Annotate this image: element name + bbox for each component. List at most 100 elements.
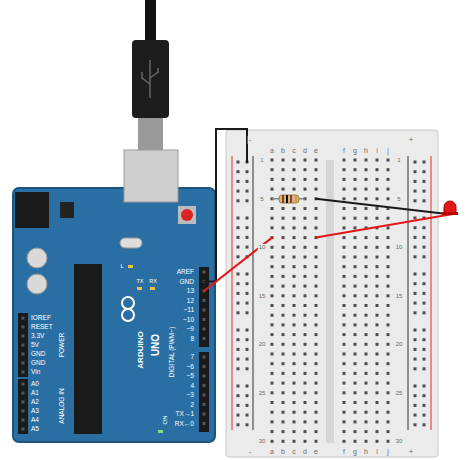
power-led <box>158 430 163 433</box>
breadboard-hole <box>315 440 318 443</box>
breadboard-hole <box>354 256 357 259</box>
breadboard-hole <box>365 159 368 162</box>
breadboard-hole <box>354 159 357 162</box>
row-number: 10 <box>258 244 267 250</box>
breadboard-hole <box>246 226 249 229</box>
header-pin <box>203 384 206 387</box>
breadboard-hole <box>315 411 318 414</box>
breadboard-hole <box>376 256 379 259</box>
led-base <box>442 212 458 215</box>
wire <box>316 214 453 238</box>
breadboard-hole <box>365 188 368 191</box>
breadboard-hole <box>354 246 357 249</box>
breadboard-hole <box>387 246 390 249</box>
rail-sign: + <box>408 136 415 144</box>
breadboard-hole <box>423 404 426 407</box>
breadboard-hole <box>282 168 285 171</box>
breadboard-hole <box>376 207 379 210</box>
breadboard-hole <box>354 362 357 365</box>
breadboard-hole <box>246 385 249 388</box>
breadboard-hole <box>354 353 357 356</box>
breadboard-hole <box>293 314 296 317</box>
pin-label: A3 <box>31 408 39 415</box>
pin-label: AREF <box>177 269 194 276</box>
breadboard-hole <box>246 246 249 249</box>
rail-line <box>431 156 432 430</box>
breadboard-hole <box>304 294 307 297</box>
breadboard-hole <box>293 168 296 171</box>
breadboard-hole <box>293 401 296 404</box>
breadboard-hole <box>354 440 357 443</box>
breadboard-hole <box>414 180 417 183</box>
rail-sign: + <box>408 448 415 456</box>
breadboard-hole <box>304 285 307 288</box>
breadboard-hole <box>354 236 357 239</box>
rail-line <box>232 156 233 430</box>
breadboard-hole <box>282 372 285 375</box>
pin-label: 12 <box>187 297 194 304</box>
breadboard-hole <box>293 294 296 297</box>
breadboard-hole <box>343 314 346 317</box>
breadboard-hole <box>237 273 240 276</box>
arduino-board <box>13 188 215 442</box>
breadboard-hole <box>387 178 390 181</box>
breadboard-hole <box>365 168 368 171</box>
breadboard-hole <box>387 168 390 171</box>
breadboard-hole <box>271 246 274 249</box>
breadboard-hole <box>376 440 379 443</box>
breadboard-hole <box>282 246 285 249</box>
breadboard-hole <box>354 275 357 278</box>
breadboard-hole <box>343 285 346 288</box>
breadboard-hole <box>246 292 249 295</box>
breadboard-hole <box>376 343 379 346</box>
header-pin <box>22 392 25 395</box>
breadboard-hole <box>423 180 426 183</box>
breadboard-hole <box>365 178 368 181</box>
breadboard-hole <box>282 333 285 336</box>
breadboard-hole <box>246 311 249 314</box>
pin-label: Vin <box>31 369 40 376</box>
breadboard-hole <box>246 358 249 361</box>
voltage-regulator <box>60 202 74 218</box>
breadboard-hole <box>387 401 390 404</box>
breadboard-hole <box>246 302 249 305</box>
breadboard-hole <box>304 411 307 414</box>
breadboard-hole <box>343 304 346 307</box>
breadboard-hole <box>376 372 379 375</box>
breadboard-hole <box>376 420 379 423</box>
breadboard-hole <box>387 226 390 229</box>
breadboard-hole <box>354 391 357 394</box>
breadboard-hole <box>414 423 417 426</box>
breadboard-hole <box>315 391 318 394</box>
breadboard-hole <box>304 372 307 375</box>
breadboard-hole <box>315 275 318 278</box>
breadboard-hole <box>376 314 379 317</box>
breadboard-hole <box>423 199 426 202</box>
breadboard-hole <box>354 372 357 375</box>
capacitor <box>27 274 47 294</box>
breadboard-hole <box>343 178 346 181</box>
column-letter: d <box>302 448 308 455</box>
breadboard-hole <box>282 430 285 433</box>
column-letter: h <box>363 448 369 455</box>
breadboard-hole <box>293 323 296 326</box>
breadboard-hole <box>237 161 240 164</box>
breadboard-hole <box>365 265 368 268</box>
breadboard-hole <box>376 188 379 191</box>
breadboard-hole <box>423 170 426 173</box>
breadboard-hole <box>282 440 285 443</box>
breadboard-hole <box>271 353 274 356</box>
breadboard-hole <box>271 217 274 220</box>
pin-label: 3.3V <box>31 333 44 340</box>
breadboard-hole <box>414 302 417 305</box>
breadboard-hole <box>376 197 379 200</box>
breadboard-hole <box>246 338 249 341</box>
breadboard-hole <box>343 401 346 404</box>
breadboard-hole <box>304 362 307 365</box>
breadboard-hole <box>315 314 318 317</box>
microcontroller-chip <box>74 264 102 434</box>
breadboard-hole <box>282 256 285 259</box>
breadboard-hole <box>376 382 379 385</box>
breadboard-hole <box>354 304 357 307</box>
